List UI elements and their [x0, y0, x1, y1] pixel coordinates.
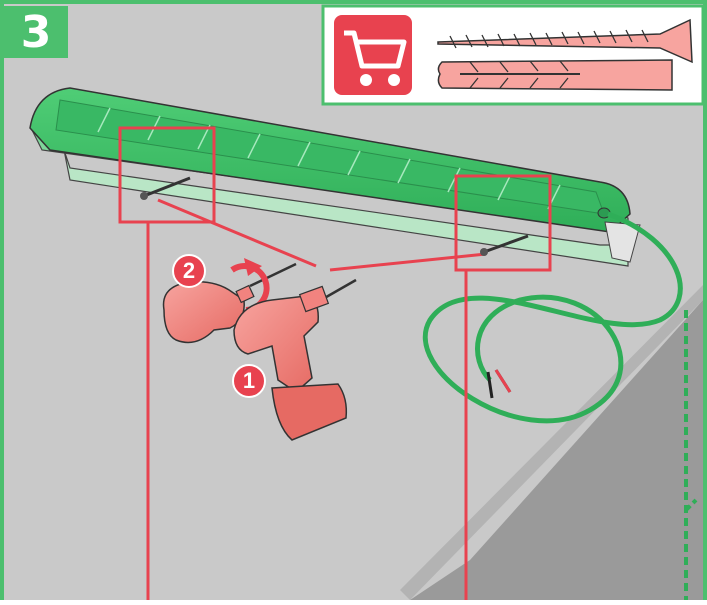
wall-plug-part [438, 60, 672, 90]
step-number: 3 [21, 7, 52, 58]
action-badge-1: 1 [232, 364, 266, 398]
action-order-2: 2 [183, 258, 195, 284]
parts-panel [323, 6, 703, 104]
action-order-1: 1 [243, 368, 255, 394]
step-number-badge: 3 [4, 6, 68, 58]
action-badge-2: 2 [172, 254, 206, 288]
shopping-cart-icon [334, 15, 412, 95]
